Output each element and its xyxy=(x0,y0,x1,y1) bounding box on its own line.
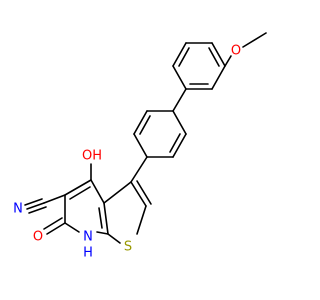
biaryl-bond xyxy=(172,88,187,112)
methoxy-oxygen-label: O xyxy=(231,44,241,59)
methoxyphenyl-ring xyxy=(172,42,226,90)
nitrile-group xyxy=(24,194,66,214)
nitrile-nitrogen-label: N xyxy=(13,202,23,217)
nitrile-single-bond xyxy=(43,194,66,204)
nitrile-triple-bond xyxy=(28,206,47,214)
ring-bond xyxy=(172,65,187,90)
carbonyl-group xyxy=(43,217,66,235)
ring-bond xyxy=(103,181,132,204)
ring-bond xyxy=(172,42,187,67)
carbonyl-oxygen-label: O xyxy=(33,230,43,245)
hydroxy-label: OH xyxy=(82,149,102,164)
ring-bond xyxy=(172,133,187,158)
central-phenyl-ring xyxy=(133,110,187,158)
ring-bond xyxy=(96,231,109,235)
ring-bond xyxy=(211,65,226,90)
nitrile-triple-bond xyxy=(24,198,43,206)
ring-double-bond xyxy=(139,115,151,135)
thiophene-sulfur-label: S xyxy=(124,240,132,255)
ring-double-bond xyxy=(98,207,103,229)
ring-double-bond xyxy=(69,186,91,200)
carbonyl-bond xyxy=(43,217,63,230)
ring-bond xyxy=(107,233,121,244)
ring-bond xyxy=(172,110,187,135)
methyl-o-bond xyxy=(242,32,267,48)
ring-bond xyxy=(103,202,109,235)
aryl-thiophene-bond xyxy=(130,156,148,183)
molecule-drawing: O OH N O N H S xyxy=(13,32,267,261)
ring-bond xyxy=(130,181,147,207)
ring-bond xyxy=(64,222,80,233)
methoxy-group xyxy=(224,32,267,67)
ring-nitrogen-label: N xyxy=(83,230,93,245)
ring-bond xyxy=(136,205,147,235)
ring-bond xyxy=(133,133,148,158)
ring-double-bond xyxy=(169,133,181,153)
ring-nitrogen-hydrogen-label: H xyxy=(83,246,93,261)
ring-bond xyxy=(211,42,226,67)
structure-canvas: O OH N O N H S xyxy=(13,32,267,261)
pyridone-ring xyxy=(64,179,109,235)
o-aryl-bond xyxy=(224,55,232,67)
thiophene-ring xyxy=(103,180,152,244)
ring-double-bond xyxy=(178,47,190,67)
ring-bond xyxy=(90,179,105,204)
ring-bond xyxy=(133,110,148,135)
nitrile-triple-bond xyxy=(26,202,45,210)
carbonyl-bond xyxy=(46,222,66,235)
ring-double-bond xyxy=(136,180,152,205)
ring-double-bond xyxy=(208,47,220,67)
ring-bond xyxy=(64,179,92,196)
